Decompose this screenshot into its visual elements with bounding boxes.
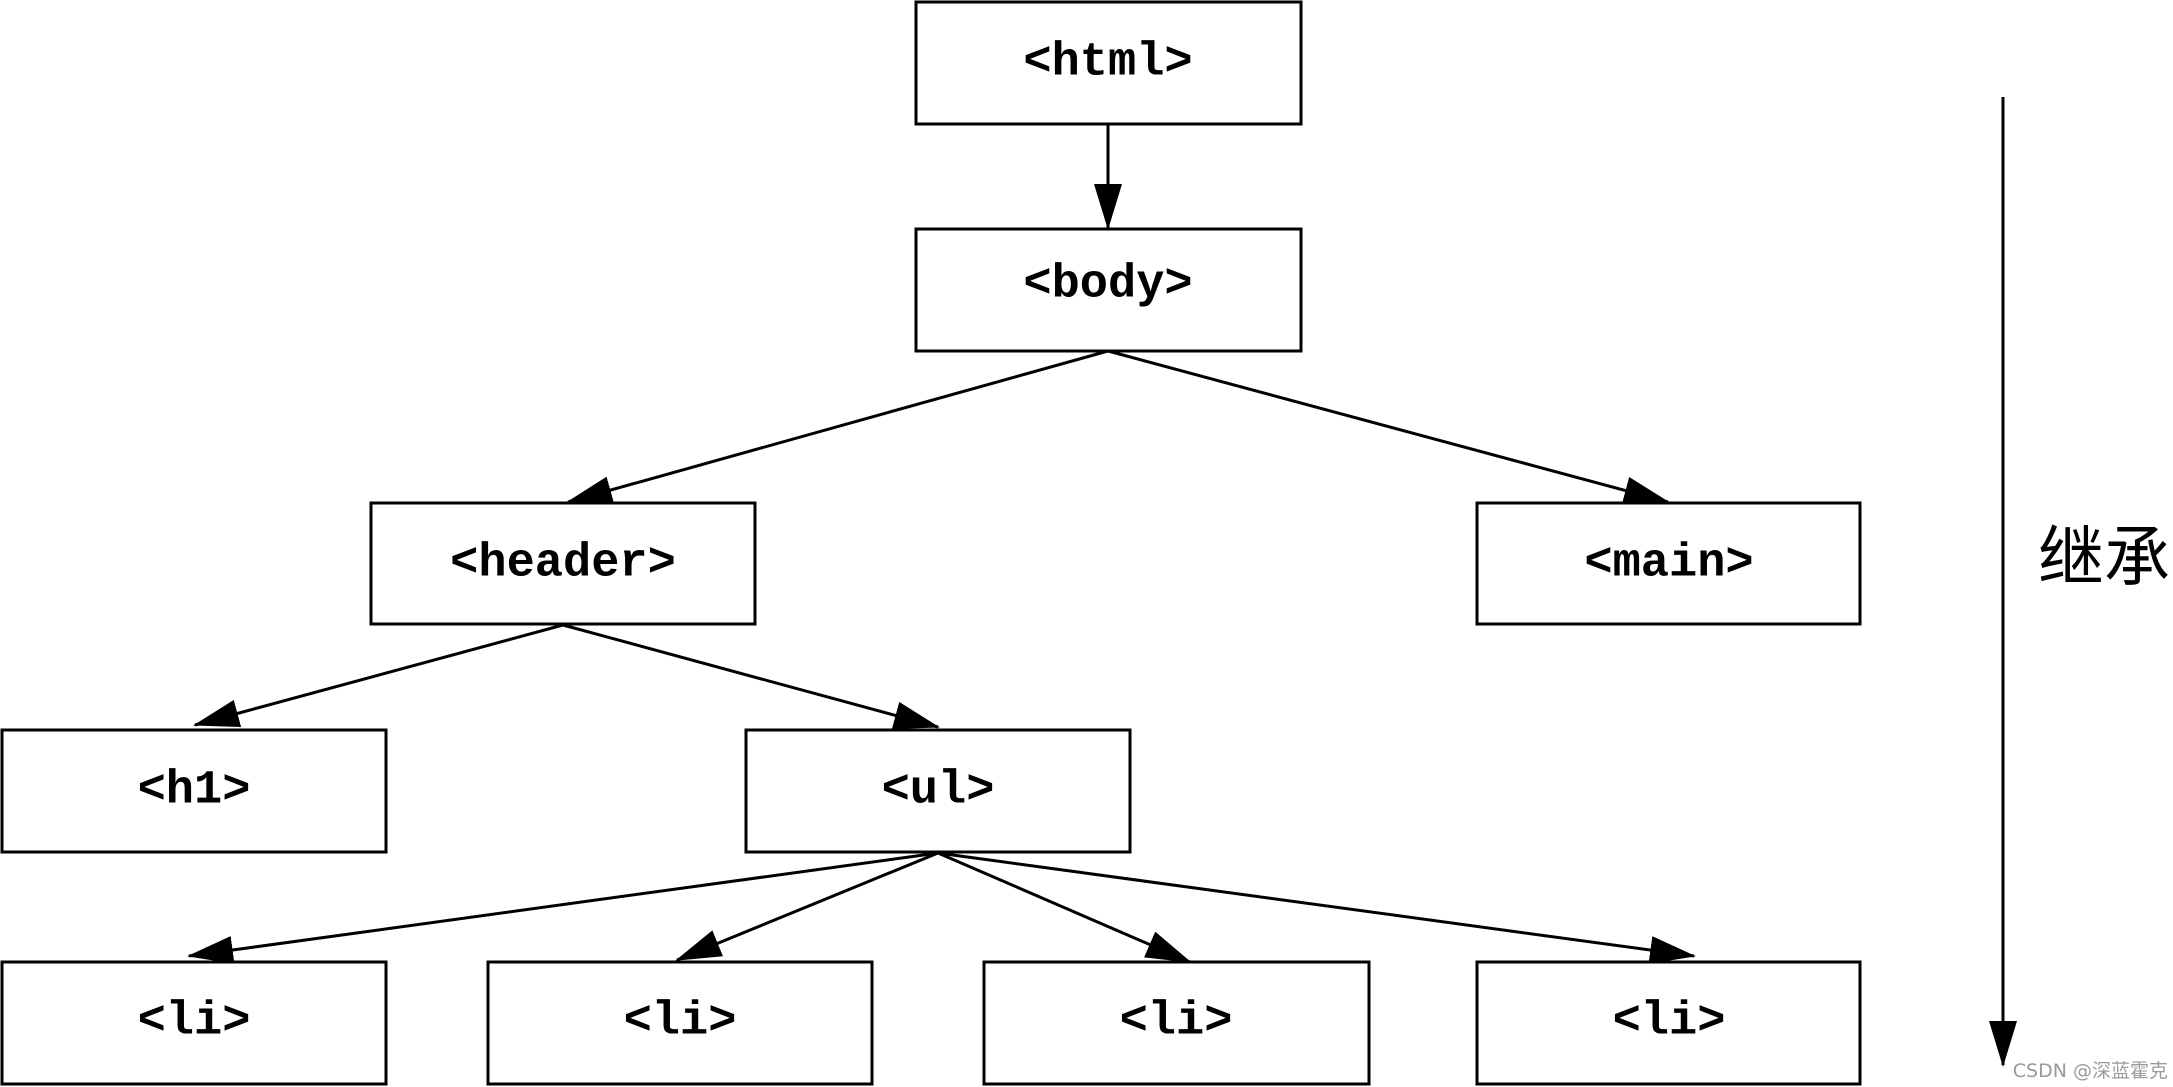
edge-ul-li-3: [937, 851, 1192, 964]
inheritance-label: 继承: [2038, 519, 2170, 596]
node-ul: <ul>: [744, 728, 1132, 854]
edge-body-main: [1107, 349, 1670, 505]
edges: [187, 125, 1696, 964]
node-li-3: <li>: [982, 960, 1371, 1086]
node-header-label: <header>: [450, 538, 676, 591]
node-html: <html>: [914, 0, 1303, 126]
node-body: <body>: [914, 227, 1303, 353]
node-main-label: <main>: [1584, 538, 1753, 591]
node-li-4-label: <li>: [1613, 996, 1726, 1049]
node-li-2: <li>: [486, 960, 874, 1086]
node-ul-label: <ul>: [882, 765, 995, 818]
node-header: <header>: [369, 501, 757, 626]
node-li-1: <li>: [0, 960, 388, 1086]
node-li-4: <li>: [1475, 960, 1862, 1086]
watermark-text: CSDN @深蓝霍克: [2013, 1060, 2168, 1082]
node-h1: <h1>: [0, 728, 388, 854]
node-h1-label: <h1>: [138, 765, 251, 818]
edge-header-ul: [562, 623, 940, 729]
node-main: <main>: [1475, 501, 1862, 626]
edge-ul-li-4: [937, 851, 1696, 964]
node-li-2-label: <li>: [624, 996, 737, 1049]
edge-ul-li-1: [187, 851, 939, 964]
edge-header-h1: [193, 623, 564, 727]
node-body-label: <body>: [1023, 259, 1192, 312]
edge-ul-li-2: [675, 851, 939, 962]
node-html-label: <html>: [1023, 37, 1192, 90]
edge-body-header: [566, 349, 1109, 504]
node-li-1-label: <li>: [138, 996, 251, 1049]
node-li-3-label: <li>: [1120, 996, 1233, 1049]
